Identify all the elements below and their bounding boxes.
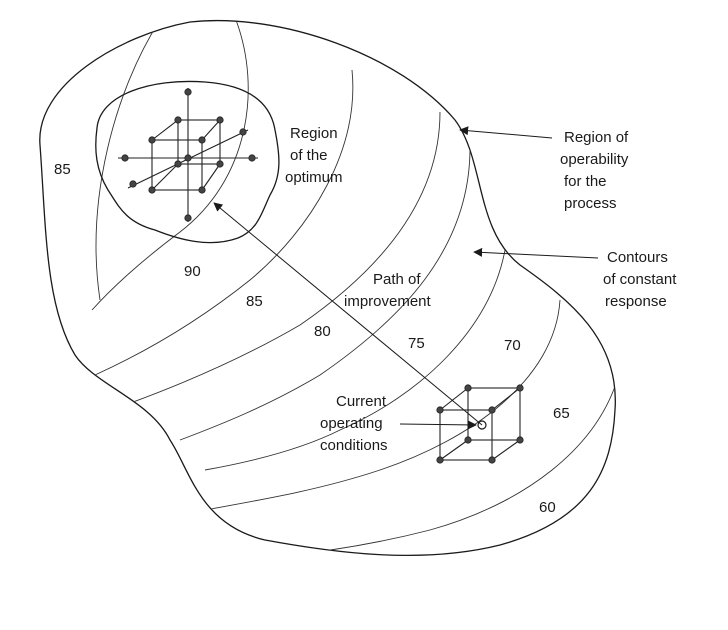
label-line: process (564, 195, 617, 212)
star-center-point (184, 154, 192, 162)
contour-label: 90 (184, 263, 201, 280)
cube-edge (201, 119, 221, 141)
cube-vertex (198, 136, 206, 144)
cube-edge (151, 119, 179, 141)
optimum-design-star (118, 88, 258, 222)
star-point (184, 214, 192, 222)
cube-front-face (151, 139, 203, 191)
path-label: Path of improvement (344, 271, 432, 310)
contour-label: 75 (408, 335, 425, 352)
label-line: operability (560, 151, 629, 168)
star-point (239, 128, 247, 136)
contour-label: 85 (246, 293, 263, 310)
current-conditions-label: Current operating conditions (320, 393, 388, 454)
cube-vertex (464, 384, 472, 392)
cube-vertex (216, 116, 224, 124)
region-optimum-label: Region of the optimum (285, 125, 343, 186)
cube-vertex (488, 406, 496, 414)
cube-vertex (436, 406, 444, 414)
cube-vertex (216, 160, 224, 168)
current-conditions-pointer-arrow (399, 420, 477, 430)
contour-label: 85 (54, 161, 71, 178)
contour-label: 80 (314, 323, 331, 340)
cube-vertex (174, 160, 182, 168)
cube-vertex (488, 456, 496, 464)
label-line: optimum (285, 169, 343, 186)
label-line: of the (290, 147, 328, 164)
cube-back-face (467, 387, 521, 441)
star-point (121, 154, 129, 162)
cube-front-face (439, 409, 493, 461)
label-line: Region of (564, 129, 629, 146)
label-line: improvement (344, 293, 432, 310)
cube-vertex (516, 436, 524, 444)
label-line: for the (564, 173, 607, 190)
contour-65 (204, 299, 561, 511)
cube-vertex (174, 116, 182, 124)
star-point (248, 154, 256, 162)
contour-lines (91, 20, 616, 556)
path-of-improvement-arrow (213, 202, 483, 426)
label-line: of constant (603, 271, 677, 288)
label-line: Current (336, 393, 387, 410)
contour-90 (91, 20, 249, 311)
contour-60 (239, 369, 616, 556)
cube-vertex (198, 186, 206, 194)
contour-85-left (95, 20, 161, 301)
cube-edge (439, 387, 469, 411)
cube-vertex (148, 186, 156, 194)
cube-edge (151, 163, 179, 191)
cube-vertex (436, 456, 444, 464)
contour-75 (179, 147, 471, 441)
contour-85 (94, 69, 354, 376)
cube-edge (491, 439, 521, 461)
cube-edge (439, 439, 469, 461)
cube-vertex (516, 384, 524, 392)
contour-70 (204, 249, 506, 471)
label-line: conditions (320, 437, 388, 454)
contours-label: Contours of constant response (603, 249, 677, 310)
contours-pointer-arrow (473, 247, 599, 259)
cube-back-face (177, 119, 221, 165)
contour-label: 60 (539, 499, 556, 516)
label-line: Region (290, 125, 338, 142)
label-line: Contours (607, 249, 668, 266)
cube-edge (491, 387, 521, 411)
contour-label: 70 (504, 337, 521, 354)
contour-label: 65 (553, 405, 570, 422)
optimum-region-outline (95, 80, 280, 244)
optimum-design-cube (148, 116, 224, 194)
cube-vertex (148, 136, 156, 144)
star-point (184, 88, 192, 96)
cube-edge (201, 163, 221, 191)
operability-region-outline (39, 19, 616, 557)
label-line: response (605, 293, 667, 310)
star-point (129, 180, 137, 188)
cube-vertex (464, 436, 472, 444)
label-line: Path of (373, 271, 421, 288)
region-operability-label: Region of operability for the process (560, 129, 629, 212)
operability-pointer-arrow (459, 126, 553, 139)
current-design-cube (436, 384, 524, 464)
contour-80 (124, 111, 441, 406)
label-line: operating (320, 415, 383, 432)
